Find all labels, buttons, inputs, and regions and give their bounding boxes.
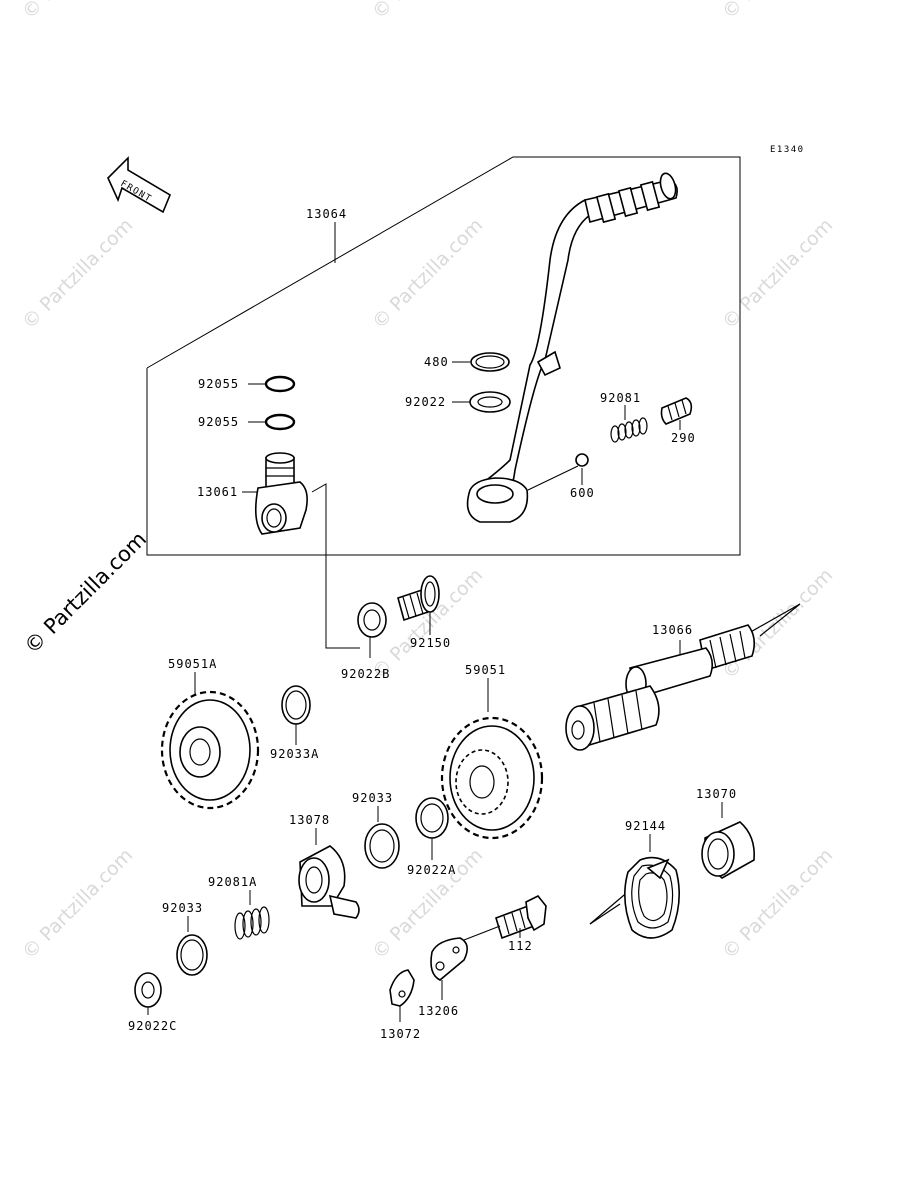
watermark: © Partzilla.com — [18, 0, 137, 24]
bolt-92150 — [397, 575, 440, 622]
label-13070: 13070 — [696, 787, 737, 801]
label-13078: 13078 — [289, 813, 330, 827]
gear-59051 — [440, 716, 544, 840]
watermark: © Partzilla.com — [718, 0, 837, 24]
pin-290 — [660, 397, 693, 425]
label-59051: 59051 — [465, 663, 506, 677]
label-13064: 13064 — [306, 207, 347, 221]
guide-13070 — [701, 821, 756, 879]
spring-92081A — [234, 906, 270, 940]
label-13061: 13061 — [197, 485, 238, 499]
label-92150: 92150 — [410, 636, 451, 650]
label-92033A: 92033A — [270, 747, 319, 761]
gear-59051A — [160, 690, 260, 810]
watermark: © Partzilla.com — [368, 0, 487, 24]
watermark: © Partzilla.com — [18, 844, 137, 963]
label-92055-upper: 92055 — [198, 377, 239, 391]
label-92022B: 92022B — [341, 667, 390, 681]
kick-pedal — [466, 172, 678, 523]
washer-92022B — [357, 602, 387, 638]
spring-92081 — [610, 417, 648, 443]
label-92022A: 92022A — [407, 863, 456, 877]
washer-92022 — [469, 391, 511, 413]
guide-plate-13206 — [430, 937, 468, 981]
label-112: 112 — [508, 939, 533, 953]
shaft-boss-13061 — [254, 452, 308, 535]
kick-shaft-13066 — [565, 603, 801, 751]
label-480: 480 — [424, 355, 449, 369]
label-290: 290 — [671, 431, 696, 445]
label-13072: 13072 — [380, 1027, 421, 1041]
label-92055-lower: 92055 — [198, 415, 239, 429]
washer-92022C — [134, 972, 162, 1008]
label-600: 600 — [570, 486, 595, 500]
front-arrow-icon: FRONT — [107, 156, 172, 214]
label-92033: 92033 — [352, 791, 393, 805]
o-ring-92055-lower — [264, 413, 296, 431]
label-13066: 13066 — [652, 623, 693, 637]
diagram-code: E1340 — [770, 145, 805, 155]
label-13206: 13206 — [418, 1004, 459, 1018]
label-92081: 92081 — [600, 391, 641, 405]
label-92081A: 92081A — [208, 875, 257, 889]
bolt-112 — [495, 894, 547, 940]
ratchet-13078 — [298, 845, 360, 919]
watermark: © Partzilla.com — [18, 214, 137, 333]
o-ring-92055-upper — [264, 375, 296, 393]
watermark: © Partzilla.com — [368, 214, 487, 333]
assembly-box — [146, 156, 741, 556]
label-92033-left: 92033 — [162, 901, 203, 915]
watermark-main: © Partzilla.com — [20, 527, 152, 659]
label-59051A: 59051A — [168, 657, 217, 671]
watermark: © Partzilla.com — [718, 564, 837, 683]
kick-spring-92144 — [589, 856, 680, 939]
watermark: © Partzilla.com — [718, 214, 837, 333]
label-92022: 92022 — [405, 395, 446, 409]
ball-600 — [575, 453, 589, 467]
label-92022C: 92022C — [128, 1019, 177, 1033]
stopper-13072 — [389, 969, 415, 1007]
label-92144: 92144 — [625, 819, 666, 833]
